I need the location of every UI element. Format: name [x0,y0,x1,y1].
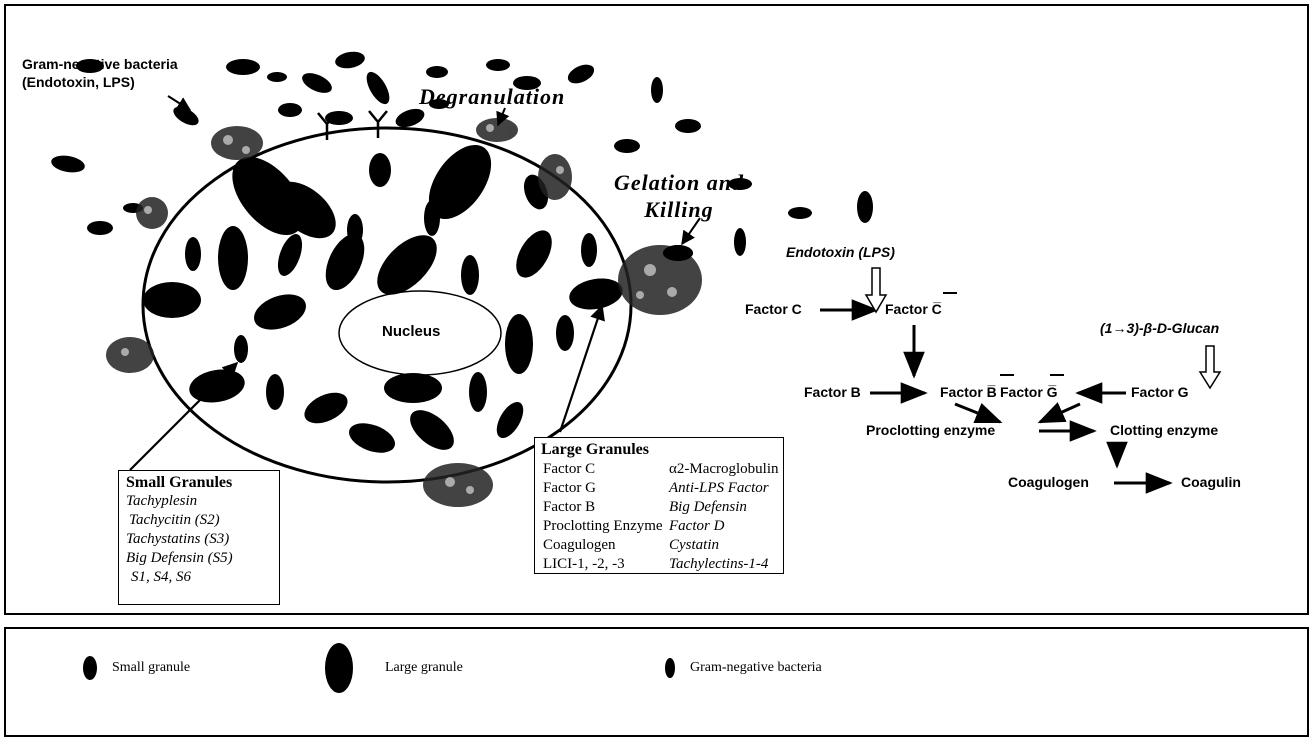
list-item: Tachylectins-1-4 [669,555,779,574]
list-item: Tachycitin (S2) [126,511,272,530]
list-item: Coagulogen [543,536,663,555]
factor-b-activated: Factor B̅ [940,385,997,399]
bacteria-label: Gram-negative bacteria (Endotoxin, LPS) [22,57,178,89]
list-item: Cystatin [669,536,779,555]
gelation-label: Gelation and Killing [614,169,744,223]
list-item: Tachyplesin [126,492,272,511]
small-granule-icon [83,656,97,680]
list-item: Tachystatins (S3) [126,530,272,549]
list-item: Factor C [543,460,663,479]
small-granules-box: Small Granules Tachyplesin Tachycitin (S… [118,470,280,605]
small-granules-title: Small Granules [126,474,272,492]
nucleus-label: Nucleus [382,324,440,339]
coagulogen: Coagulogen [1008,475,1089,489]
endotoxin-label: Endotoxin (LPS) [786,245,895,259]
large-granules-col1: Factor C Factor G Factor B Proclotting E… [543,460,663,574]
list-item: Factor B [543,498,663,517]
factor-b: Factor B [804,385,861,399]
legend-small-granule: Small granule [112,661,190,675]
factor-g-activated: Factor G̅ [1000,385,1058,399]
list-item: α2-Macroglobulin [669,460,779,479]
list-item: LICI-1, -2, -3 [543,555,663,574]
proclotting-enzyme: Proclotting enzyme [866,423,995,437]
list-item: Proclotting Enzyme [543,517,663,536]
large-granule-icon [325,643,353,693]
factor-c-activated: Factor C̅ [885,302,942,316]
large-granules-box: Large Granules Factor C Factor G Factor … [534,437,784,574]
list-item: Big Defensin (S5) [126,549,272,568]
factor-c: Factor C [745,302,802,316]
large-granules-title: Large Granules [541,441,777,459]
factor-g: Factor G [1131,385,1189,399]
list-item: Anti-LPS Factor [669,479,779,498]
list-item: Factor D [669,517,779,536]
legend-bacteria: Gram-negative bacteria [690,661,822,675]
clotting-enzyme: Clotting enzyme [1110,423,1218,437]
activation-bars [943,293,1064,375]
large-granules-col2: α2-Macroglobulin Anti-LPS Factor Big Def… [669,460,779,574]
legend-large-granule: Large granule [385,661,463,675]
bacteria-icon [665,658,675,678]
list-item: Big Defensin [669,498,779,517]
glucan-label: (1→3)-β-D-Glucan [1100,321,1219,335]
list-item: Factor G [543,479,663,498]
degranulation-label: Degranulation [419,86,565,108]
list-item: S1, S4, S6 [126,568,272,587]
coagulin: Coagulin [1181,475,1241,489]
